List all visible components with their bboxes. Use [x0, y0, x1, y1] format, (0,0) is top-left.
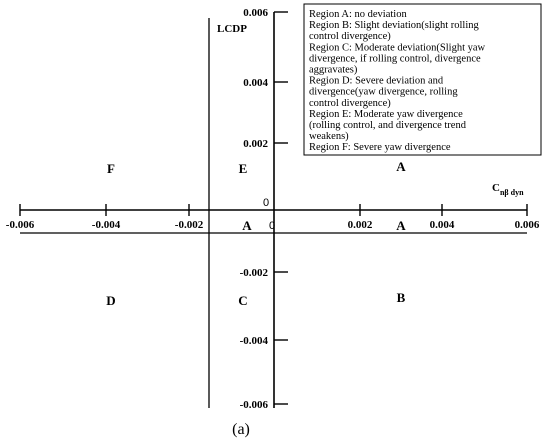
y-tick-label: -0.006 [240, 399, 269, 411]
legend-line: Region A: no deviation [309, 9, 407, 20]
x-axis-label: Cnβ dyn [492, 182, 524, 197]
y-tick-label: 0.004 [243, 77, 268, 89]
legend-line: control divergence) [309, 98, 391, 109]
legend-line: (rolling control, and divergence trend [309, 120, 467, 131]
legend-line: control divergence) [309, 31, 391, 42]
legend-box [303, 3, 542, 156]
x-tick-label: -0.002 [175, 219, 204, 231]
x-tick-label: 0.002 [348, 219, 373, 231]
x-axis-label-main: C [492, 182, 500, 194]
y-tick-marks [274, 11, 288, 405]
y-tick-label: -0.002 [240, 267, 269, 279]
x-tick-marks [19, 204, 528, 216]
region-label-e: E [239, 161, 248, 176]
legend-line: Region F: Severe yaw divergence [309, 142, 451, 153]
figure-caption: (a) [232, 421, 250, 438]
legend-line: aggravates) [309, 65, 358, 76]
y-tick-label: 0.002 [243, 138, 268, 150]
x-tick-label: -0.004 [92, 219, 121, 231]
x-axis-label-subscript: nβ dyn [500, 188, 524, 197]
region-label-a-right: A [396, 218, 406, 233]
legend-line: Region C: Moderate deviation(Slight yaw [309, 42, 486, 53]
region-label-f: F [107, 161, 115, 176]
legend-line: Region E: Moderate yaw divergence [309, 109, 463, 120]
origin-label-lower: 0 [269, 220, 275, 232]
legend-line: divergence, if rolling control, divergen… [309, 53, 481, 64]
legend-line: Region B: Slight deviation(slight rollin… [309, 20, 479, 31]
x-tick-label: -0.006 [6, 219, 35, 231]
region-label-d: D [106, 293, 115, 308]
legend-line: divergence(yaw divergence, rolling [309, 87, 458, 98]
legend-line: weakens) [309, 131, 349, 142]
legend-line: Region D: Severe deviation and [309, 76, 444, 87]
region-label-a-left: A [242, 218, 252, 233]
region-label-b: B [397, 290, 406, 305]
origin-label-upper: 0 [263, 197, 269, 209]
x-tick-label: 0.006 [515, 219, 540, 231]
y-tick-label: -0.004 [240, 335, 269, 347]
region-label-c: C [238, 293, 247, 308]
region-label-a-top: A [396, 159, 406, 174]
x-tick-label: 0.004 [430, 219, 455, 231]
y-tick-label: 0.006 [243, 7, 268, 19]
y-axis-label: LCDP [217, 23, 247, 35]
